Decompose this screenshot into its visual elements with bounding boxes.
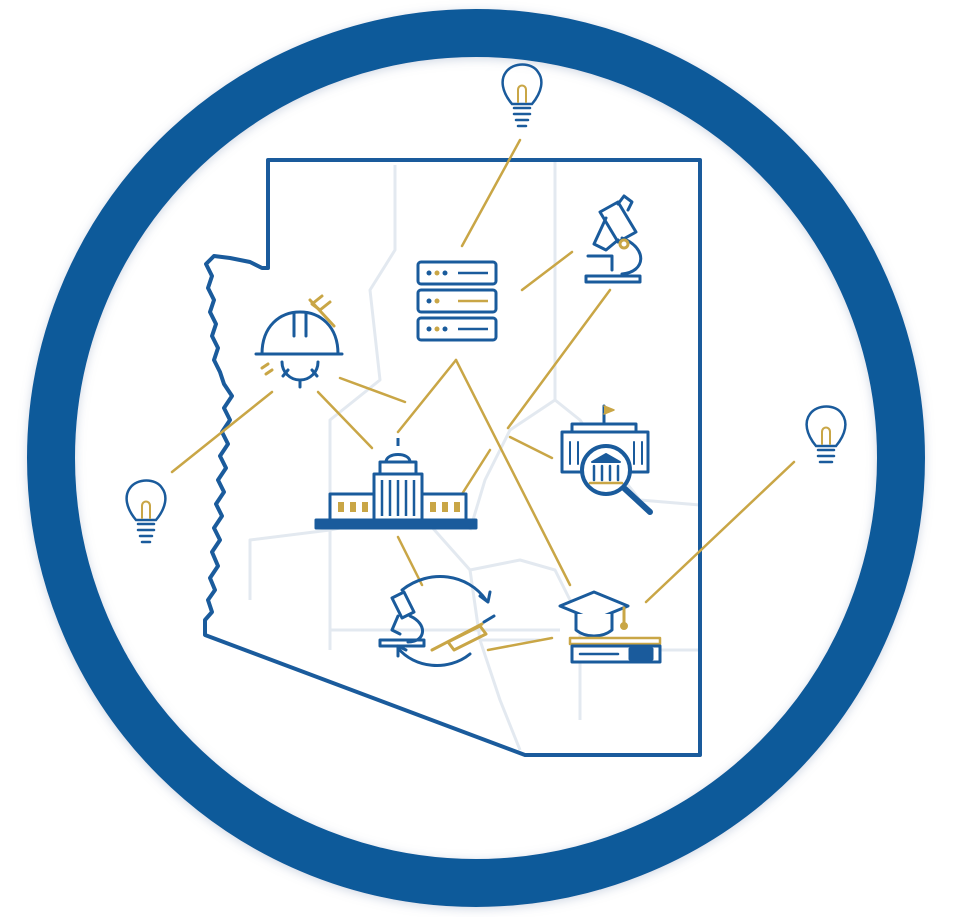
graduation-books-icon xyxy=(558,590,662,664)
connector-lines xyxy=(170,138,796,652)
outer-ring xyxy=(27,9,925,907)
lightbulb-icon xyxy=(501,63,543,128)
lightbulb-icon xyxy=(805,405,847,464)
capitol-building-icon xyxy=(314,438,478,530)
hard-hat-gear-icon xyxy=(254,294,344,389)
museum-search-icon xyxy=(560,404,653,515)
server-rack-icon xyxy=(416,260,498,342)
lightbulb-icon xyxy=(125,479,167,544)
research-cycle-icon xyxy=(378,575,496,667)
arizona-outline xyxy=(203,158,702,757)
microscope-icon xyxy=(584,194,643,284)
